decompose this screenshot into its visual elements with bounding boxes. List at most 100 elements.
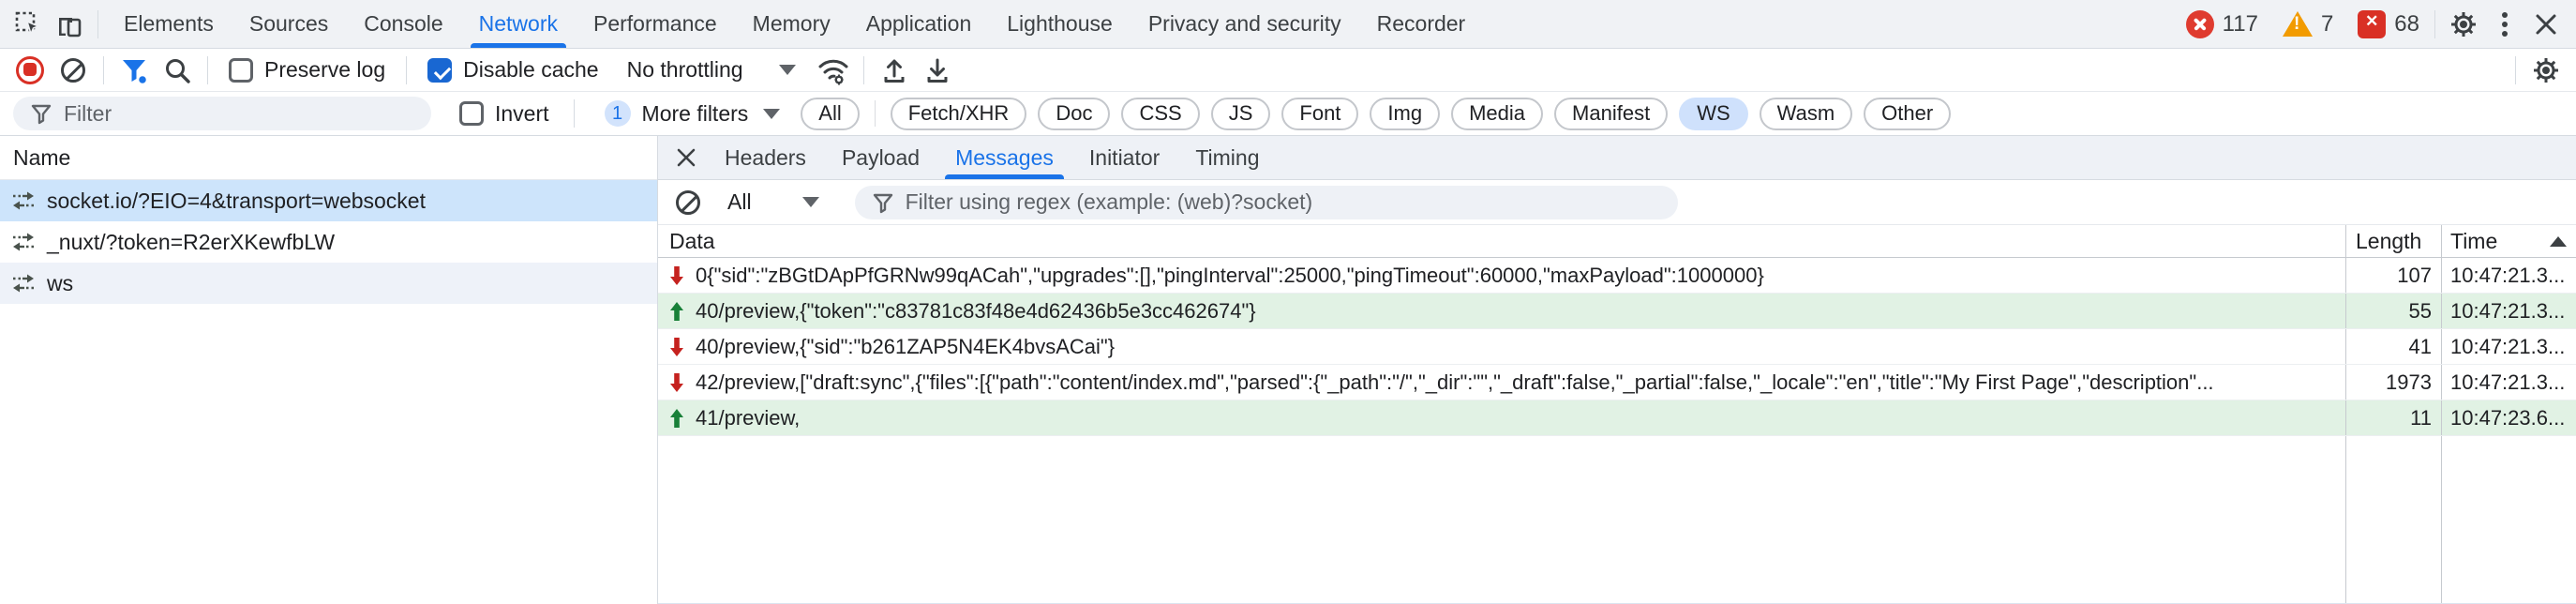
gear-icon [2449,9,2479,39]
message-row[interactable]: 41/preview, 11 10:47:23.6... [658,400,2576,436]
chip-ws[interactable]: WS [1679,97,1748,130]
close-detail-button[interactable] [666,136,707,179]
preserve-log-checkbox[interactable]: Preserve log [217,57,397,83]
toolbar-separator [862,55,864,84]
message-row[interactable]: 42/preview,["draft:sync",{"files":[{"pat… [658,365,2576,400]
clear-network-log-button[interactable] [52,50,94,91]
chip-font[interactable]: Font [1281,97,1359,130]
tab-performance[interactable]: Performance [576,0,735,48]
toolbar-separator [207,55,208,84]
message-row[interactable]: 40/preview,{"token":"c83781c83f48e4d6243… [658,294,2576,329]
detail-tab-initiator[interactable]: Initiator [1071,136,1177,179]
chip-fetch-xhr[interactable]: Fetch/XHR [890,97,1027,130]
record-network-log-button[interactable] [9,50,51,91]
devtools-tabbar: Elements Sources Console Network Perform… [0,0,2576,49]
more-filters-label: More filters [641,100,749,126]
issues-badge[interactable]: 68 [2358,9,2419,38]
request-row-ws[interactable]: ws [0,263,657,304]
tab-sources[interactable]: Sources [232,0,346,48]
panel-tabs: Elements Sources Console Network Perform… [106,0,1483,48]
console-warnings-badge[interactable]: 7 [2282,11,2333,38]
more-filters-count-badge: 1 [604,100,631,127]
chip-doc[interactable]: Doc [1038,97,1111,130]
message-data: 41/preview, [696,405,801,430]
arrow-down-received-icon [667,371,686,394]
message-time: 10:47:21.3... [2441,365,2576,400]
device-toolbar-button[interactable] [49,4,90,45]
clear-messages-button[interactable] [671,182,705,223]
tab-lighthouse[interactable]: Lighthouse [989,0,1131,48]
invert-filter-checkbox[interactable]: Invert [448,101,561,127]
import-har-button[interactable] [874,50,915,91]
toolbar-separator [2515,55,2516,84]
detail-tab-timing[interactable]: Timing [1177,136,1277,179]
chip-all[interactable]: All [801,97,860,130]
name-column-header[interactable]: Name [0,136,657,180]
filter-funnel-icon [30,102,52,125]
record-stop-icon [16,55,44,84]
detail-tabbar: Headers Payload Messages Initiator Timin… [658,136,2576,180]
network-conditions-button[interactable] [813,50,854,91]
network-filter-input[interactable] [64,100,414,127]
chip-media[interactable]: Media [1451,97,1544,130]
time-column-header[interactable]: Time [2441,225,2576,257]
detail-tab-messages[interactable]: Messages [937,136,1071,179]
network-filter-toggle-button[interactable] [113,50,155,91]
messages-table-empty-area [658,436,2576,603]
request-row-socket-io[interactable]: socket.io/?EIO=4&transport=websocket [0,180,657,221]
disable-cache-checkbox[interactable]: Disable cache [416,57,609,83]
devtools-settings-button[interactable] [2443,4,2484,45]
chip-manifest[interactable]: Manifest [1554,97,1669,130]
websocket-icon [11,189,36,212]
message-row[interactable]: 40/preview,{"sid":"b261ZAP5N4EK4bvsACai"… [658,329,2576,365]
export-har-button[interactable] [917,50,958,91]
inspect-cursor-icon [14,10,42,38]
close-devtools-button[interactable] [2525,4,2567,45]
toolbar-separator [103,55,104,84]
tab-application[interactable]: Application [848,0,990,48]
network-toolbar: Preserve log Disable cache No throttling [0,49,2576,92]
message-row[interactable]: 0{"sid":"zBGtDApPfGRNw99qACah","upgrades… [658,258,2576,294]
network-search-button[interactable] [157,50,198,91]
message-filter-input[interactable] [905,189,1661,215]
inspect-element-button[interactable] [7,4,49,45]
checkbox-checked-icon [427,57,453,83]
console-errors-badge[interactable]: 117 [2185,9,2258,38]
upload-icon [880,56,908,84]
throttling-select[interactable]: No throttling [612,57,811,83]
chip-js[interactable]: JS [1210,97,1271,130]
toolbar-separator [97,9,98,38]
length-column-header[interactable]: Length [2345,225,2441,257]
invert-label: Invert [495,100,549,126]
chip-css[interactable]: CSS [1121,97,1200,130]
more-options-menu-button[interactable] [2484,4,2525,45]
issues-icon [2358,9,2387,38]
arrow-up-sent-icon [667,407,686,430]
messages-table-header: Data Length Time [658,225,2576,258]
tab-privacy-and-security[interactable]: Privacy and security [1131,0,1359,48]
request-row-nuxt[interactable]: _nuxt/?token=R2erXKewfbLW [0,221,657,263]
download-icon [923,56,951,84]
chip-other[interactable]: Other [1864,97,1952,130]
tab-memory[interactable]: Memory [735,0,848,48]
checkbox-unchecked-icon [229,57,253,83]
tab-network[interactable]: Network [461,0,576,48]
error-icon [2185,9,2214,38]
detail-tab-headers[interactable]: Headers [707,136,824,179]
data-column-header[interactable]: Data [669,228,715,253]
network-settings-button[interactable] [2525,50,2567,91]
message-type-select[interactable]: All [714,189,832,215]
tab-console[interactable]: Console [346,0,460,48]
tab-recorder[interactable]: Recorder [1359,0,1484,48]
toolbar-separator [2434,9,2435,38]
websocket-icon [11,231,36,253]
messages-toolbar: All [658,180,2576,225]
filter-funnel-icon [872,191,894,214]
more-filters-button[interactable]: More filters [642,101,781,127]
chip-img[interactable]: Img [1370,97,1441,130]
messages-table: Data Length Time 0{"sid":"zBGtDApPfGRNw9… [658,225,2576,604]
tab-elements[interactable]: Elements [106,0,232,48]
detail-tab-payload[interactable]: Payload [824,136,937,179]
chip-wasm[interactable]: Wasm [1759,97,1853,130]
message-length: 55 [2345,294,2441,328]
